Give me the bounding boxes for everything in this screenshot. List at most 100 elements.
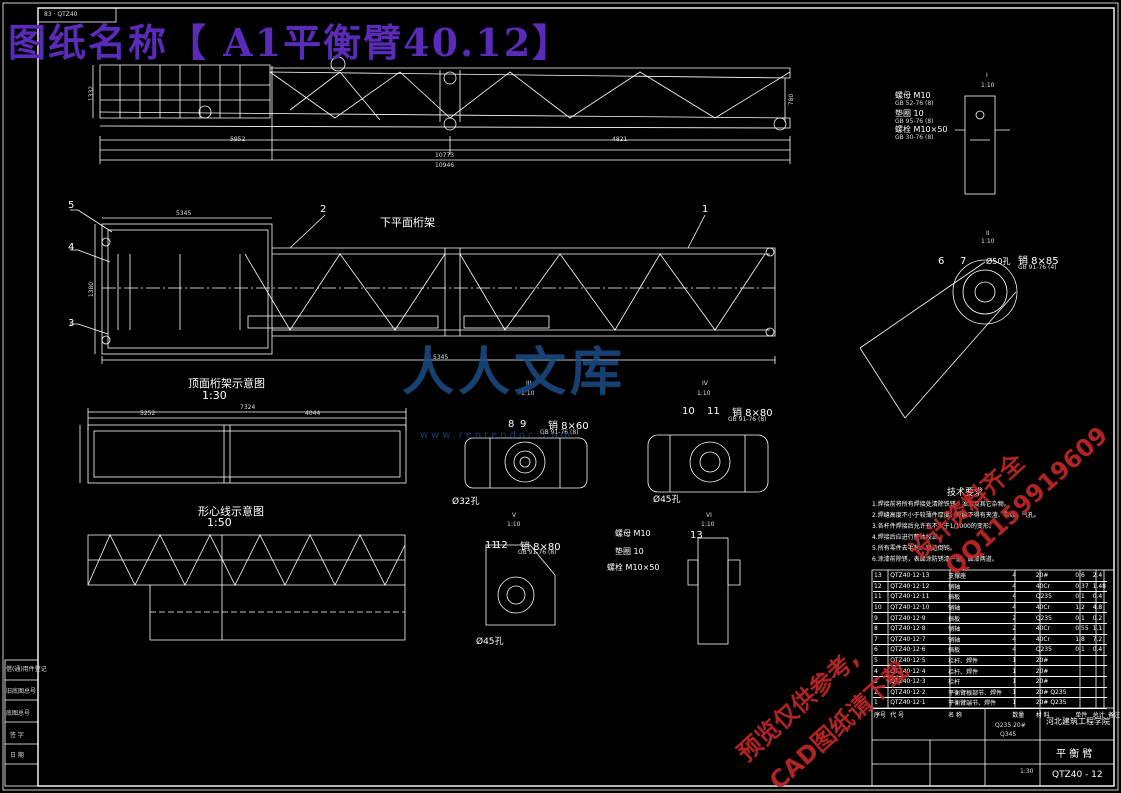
bom-cell: 挡板 xyxy=(947,591,1012,603)
scale: 1:30 xyxy=(1020,768,1034,775)
section-mark: I xyxy=(986,72,988,79)
bom-cell: 0.1 xyxy=(1074,591,1092,603)
bom-cell: 4 xyxy=(1011,581,1035,593)
bom-cell xyxy=(1091,687,1107,699)
callout: 销 8×85 xyxy=(1018,256,1059,267)
callout: 销 8×60 xyxy=(548,421,589,432)
dim-d9: 4044 xyxy=(305,410,321,417)
bom-cell: 20# Q235 xyxy=(1034,687,1075,699)
bom-cell: QTZ40·12·9 xyxy=(889,612,948,624)
balloon: 5 xyxy=(68,200,75,211)
bom-cell: 1.1 xyxy=(1091,623,1107,635)
note: 4.焊接后应进行整体校正。 xyxy=(872,534,944,541)
bom-cell: 4 xyxy=(1011,602,1035,614)
part-name: 平 衡 臂 xyxy=(1056,749,1093,760)
section-scale: 1:10 xyxy=(507,521,521,528)
bom-cell: QTZ40·12·11 xyxy=(889,591,948,603)
bom-cell: 5 xyxy=(873,655,890,667)
callout: Ø45孔 xyxy=(476,637,504,647)
bom-cell xyxy=(1074,687,1092,699)
callout: 螺栓 M10×50 xyxy=(607,563,660,572)
bom-cell: Q235 xyxy=(1034,612,1075,624)
section-scale: 1:10 xyxy=(981,238,995,245)
dim-h1: 1332 xyxy=(88,85,96,102)
balloon: 11 xyxy=(707,406,720,417)
callout: GB 30-76 (8) xyxy=(895,134,934,141)
bom-header-cell: 数量 xyxy=(1012,712,1025,720)
bom-cell: 4 xyxy=(1011,591,1035,603)
callout: 螺母 M10 xyxy=(615,529,651,538)
balloon: 1 xyxy=(702,204,709,215)
elevation-view xyxy=(92,56,791,164)
balloon: 7 xyxy=(960,256,967,267)
top-chord-label: 顶面桁架示意图 xyxy=(188,377,265,390)
callout: 螺栓 M10×50 xyxy=(895,125,948,134)
section-mark: V xyxy=(512,512,517,519)
strip-label: 借(通)用件登记 xyxy=(6,666,47,673)
bom-cell xyxy=(1091,655,1107,667)
bom-header-cell: 代 号 xyxy=(890,712,905,720)
callout: GB 52-76 (8) xyxy=(895,100,934,107)
bom-cell: QTZ40·12·5 xyxy=(889,655,948,667)
bom-cell: QTZ40·12·12 xyxy=(889,581,948,593)
notes-title: 技术要求 xyxy=(947,488,984,498)
callout: 垫圈 10 xyxy=(895,109,924,118)
callout: 螺母 M10 xyxy=(895,91,931,100)
bom-cell: 2 xyxy=(873,687,890,699)
bom-cell: 20# xyxy=(1034,571,1075,582)
callout: Ø45孔 xyxy=(653,495,681,505)
bom-cell xyxy=(1091,665,1107,677)
dim-h2: 780 xyxy=(788,93,796,106)
bom-cell: 7.2 xyxy=(1091,634,1107,646)
bom-cell: 1.2 xyxy=(1074,602,1092,614)
bom-cell: 40Cr xyxy=(1034,634,1075,646)
bom-cell: 挡板 xyxy=(947,612,1012,624)
bom-cell: 1 xyxy=(1011,697,1035,709)
note: 3.各杆件焊接后允许有不大于1/1000的变形。 xyxy=(872,523,995,530)
drawing-code: QTZ40 - 12 xyxy=(1052,770,1103,780)
material: Q235 20# xyxy=(995,722,1026,729)
callout: GB 91-76 (8) xyxy=(540,429,579,436)
bom-cell: 1 xyxy=(1011,676,1035,688)
bom-cell xyxy=(1074,697,1092,709)
section-mark: II xyxy=(986,230,990,237)
profile-view xyxy=(87,534,406,641)
callout: Ø32孔 xyxy=(452,497,480,507)
bom-header-cell: 序号 xyxy=(874,712,887,720)
bom-cell: 4 xyxy=(873,665,890,677)
callout: 销 8×80 xyxy=(732,408,773,419)
callout: GB 91-76 (4) xyxy=(1018,264,1057,271)
bom-cell: 1 xyxy=(1011,665,1035,677)
balloon: 9 xyxy=(520,419,527,430)
watermark-logo: 人人文库 xyxy=(402,342,627,403)
balloon: 6 xyxy=(938,256,945,267)
bom-cell: 4 xyxy=(1011,644,1035,656)
bom-cell: 20# xyxy=(1034,676,1075,688)
bom-cell: 栏杆、焊件 xyxy=(947,655,1012,667)
bom-cell: 平衡臂端节、焊件 xyxy=(947,697,1012,709)
section-details xyxy=(464,95,1018,645)
dim-h3: 1380 xyxy=(88,281,96,298)
bom-header-cell: 单件 xyxy=(1075,712,1088,720)
material-2: Q345 xyxy=(1000,731,1017,738)
bom-cell: 3 xyxy=(873,676,890,688)
bom-header-cell: 名 称 xyxy=(948,712,963,720)
balloon: 10 xyxy=(682,406,695,417)
dim-d1: 5952 xyxy=(230,136,246,143)
profile-label: 形心线示意图 xyxy=(198,505,264,518)
bom-cell: 20# Q235 xyxy=(1034,697,1075,709)
strip-label: 旧底图总号 xyxy=(6,688,37,695)
bom-cell: 4.8 xyxy=(1091,602,1107,614)
bom-cell: 0.37 xyxy=(1074,581,1092,593)
balloon: 13 xyxy=(690,530,703,541)
section-scale: 1:10 xyxy=(981,82,995,89)
dim-d8: 7324 xyxy=(240,404,256,411)
